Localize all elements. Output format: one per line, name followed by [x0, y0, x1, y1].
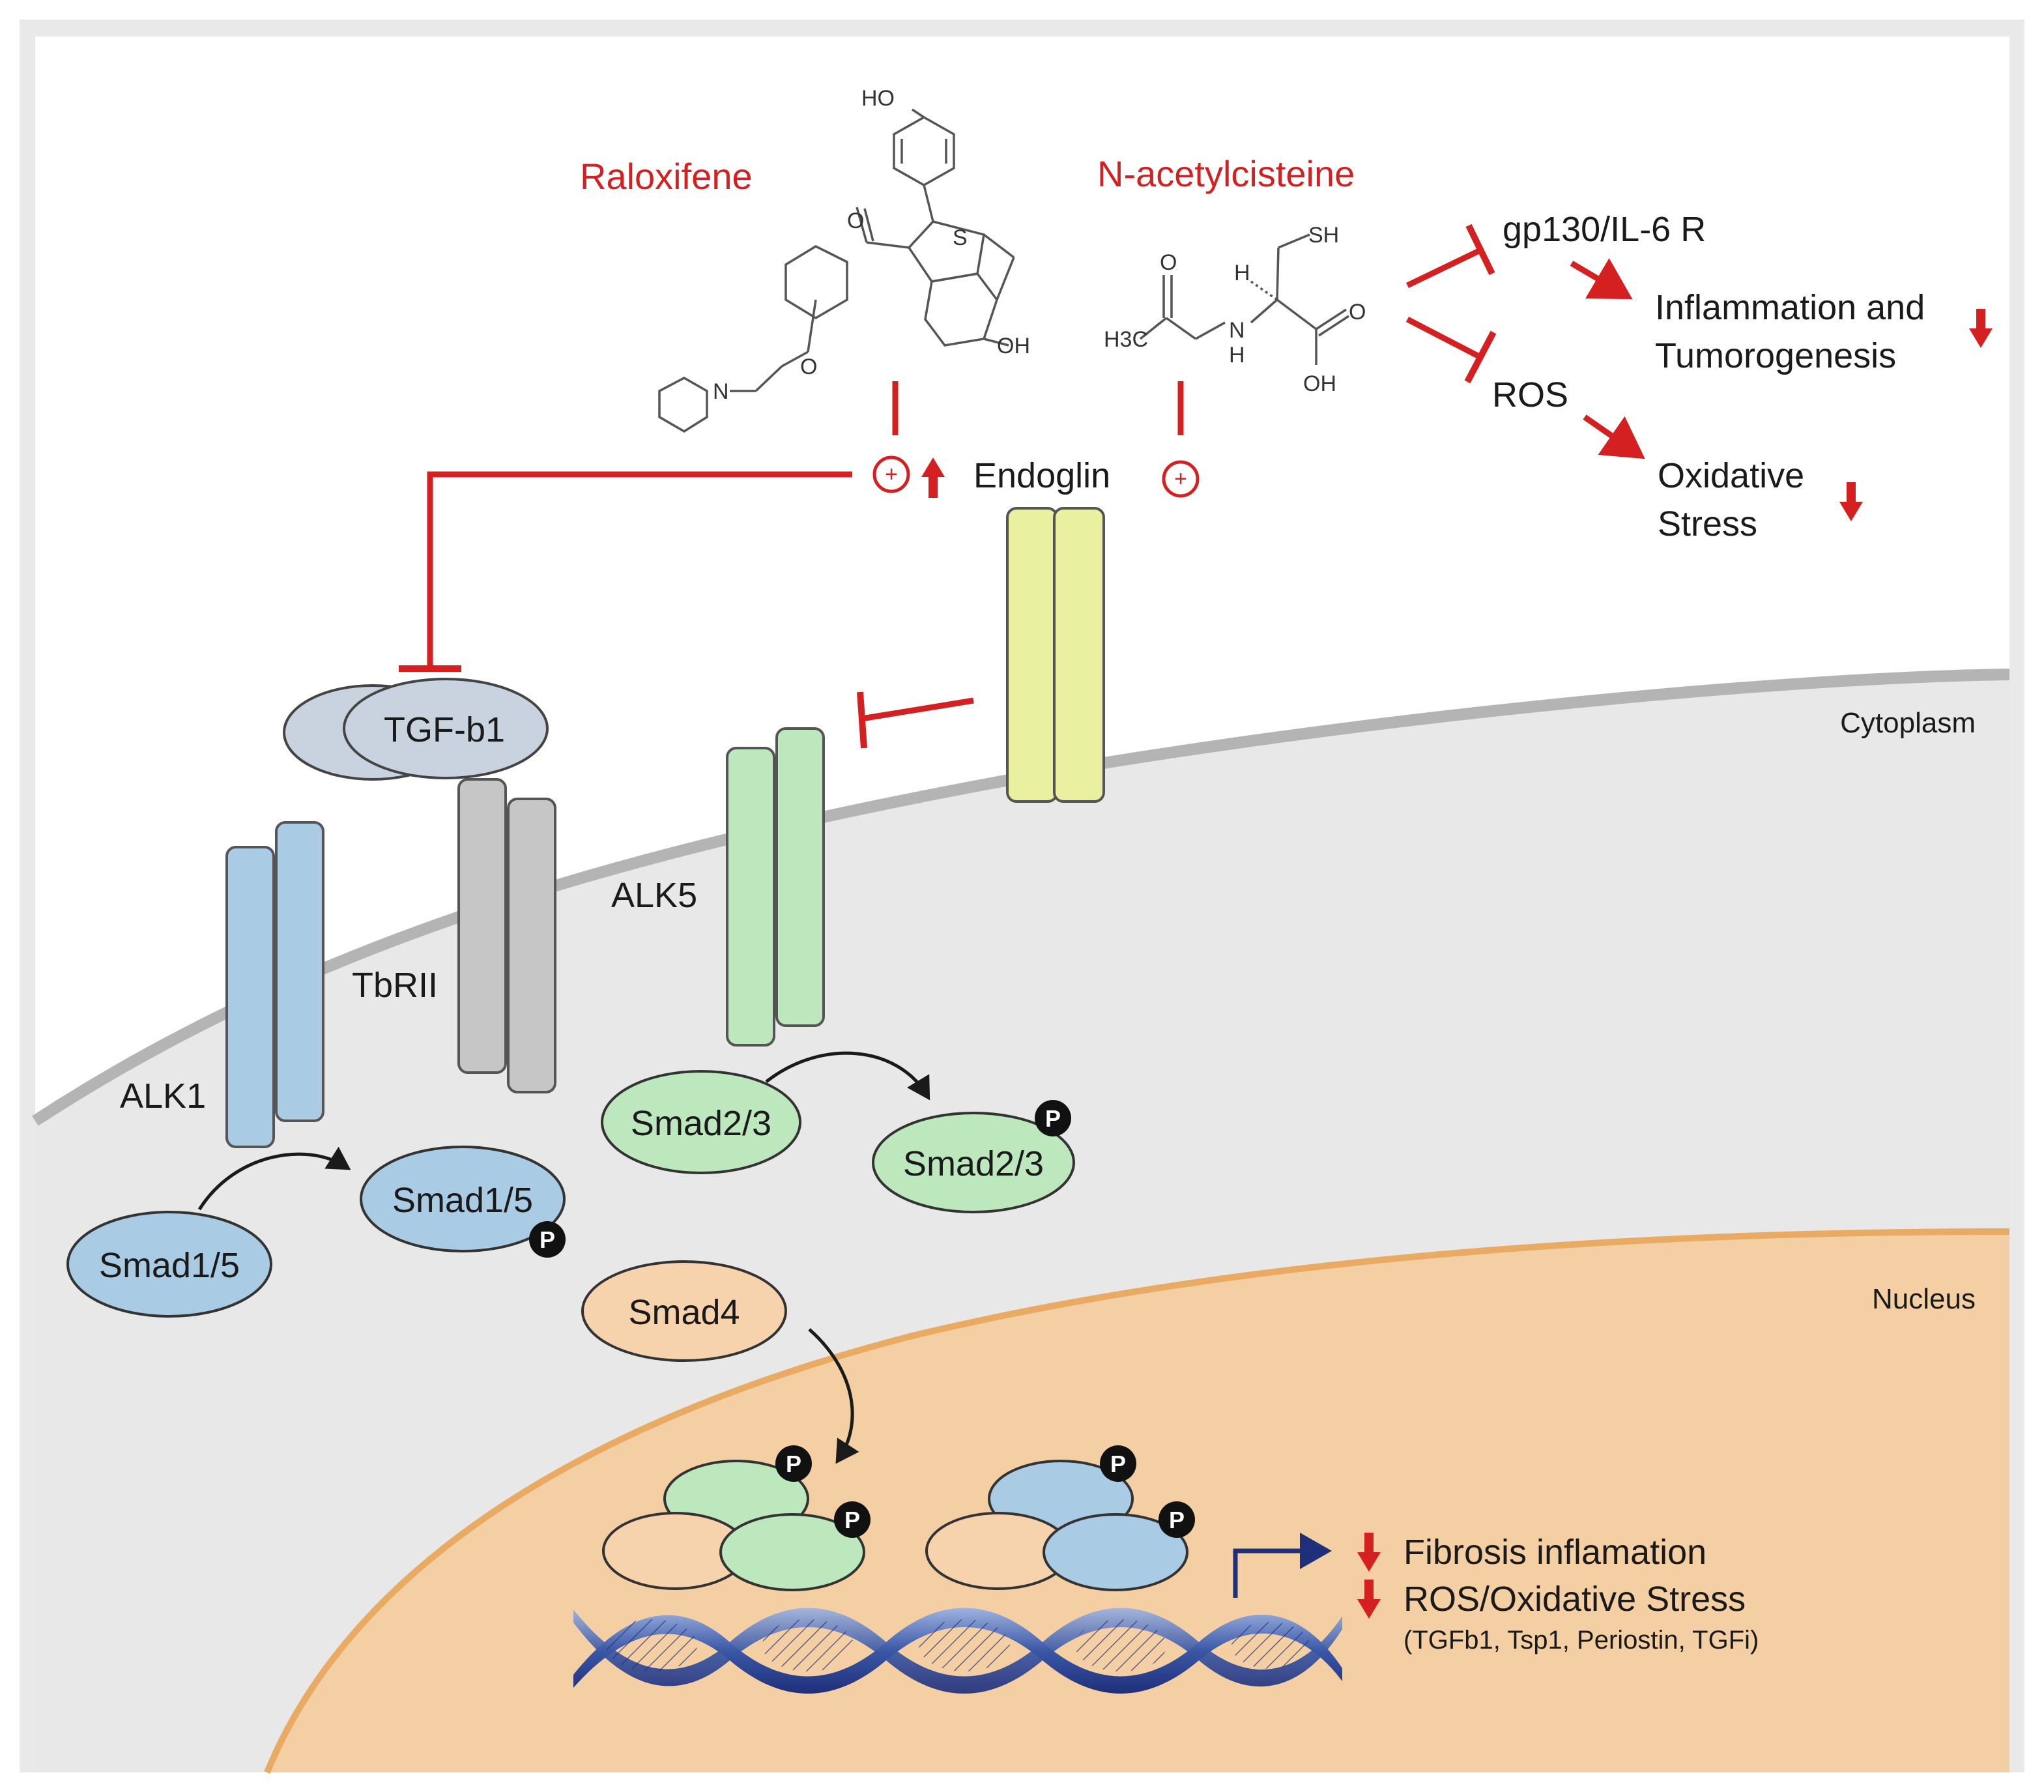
endoglin-to-tgfb1-inhibition [427, 471, 852, 666]
alk5-receptor [726, 727, 825, 1047]
cytoplasm-label: Cytoplasm [1840, 707, 1976, 739]
smad15-activation-arrow [197, 1146, 351, 1211]
nac-to-gp130-inhibition [1406, 247, 1482, 289]
inflammation-label-line2: Tumorogenesis [1655, 336, 1896, 375]
chem-s: S [953, 225, 968, 250]
ros-to-oxidative-arrow [1583, 414, 1645, 459]
phospho-label-4: P [844, 1507, 860, 1533]
tgfb1-ligand [283, 678, 549, 781]
alk1-label: ALK1 [120, 1077, 206, 1116]
raloxifene-plus-icon: + [872, 455, 910, 493]
gp130-label: gp130/IL-6 R [1503, 210, 1706, 249]
outcome-line3: (TGFb1, Tsp1, Periostin, TGFi) [1403, 1626, 1759, 1655]
chem-sh: SH [1308, 223, 1339, 248]
phospho-icon-smad15: P [529, 1221, 566, 1258]
smad15-unphosphorylated [66, 1211, 272, 1318]
tbrii-label: TbRII [352, 966, 438, 1005]
smad15-label-a: Smad1/5 [99, 1246, 240, 1285]
smad4 [581, 1260, 787, 1362]
nac-label: N-acetylcisteine [1097, 153, 1355, 194]
fibrosis-down-arrow-icon [1357, 1533, 1381, 1572]
endoglin-up-arrow-icon [921, 457, 945, 498]
plus-symbol-2: + [1174, 467, 1187, 491]
smad23-label-b: Smad2/3 [903, 1144, 1044, 1183]
gp130-inhibition-bar [1465, 224, 1495, 276]
gp130-to-inflammation-arrow [1570, 258, 1633, 300]
phospho-label-5: P [1110, 1451, 1126, 1477]
ros-label: ROS [1492, 375, 1568, 414]
chem-o-acid: O [1349, 300, 1366, 325]
chem-o-keto: O [847, 209, 864, 233]
phospho-label-1: P [1045, 1105, 1061, 1132]
smad15-phosphorylated [360, 1146, 566, 1252]
outcome-line1: Fibrosis inflamation [1403, 1533, 1706, 1572]
nuclear-envelope [264, 1228, 2010, 1774]
nac-atom-labels: SH H O H3C N H O OH [1104, 223, 1366, 396]
chem-ho-top: HO [861, 86, 895, 111]
transcription-start-arrow [1233, 1533, 1332, 1598]
plus-symbol-1: + [885, 462, 898, 487]
dna-helix-icon [573, 1608, 1342, 1694]
phospho-label-6: P [1169, 1507, 1185, 1533]
smad4-to-nucleus-arrow [808, 1328, 859, 1464]
raloxifene-structure-icon [658, 108, 1015, 433]
chem-oh-acid: OH [1303, 371, 1336, 396]
smad23-phosphorylated [872, 1112, 1075, 1213]
alk5-label: ALK5 [611, 876, 697, 915]
inflammation-label-line1: Inflammation and [1655, 288, 1925, 327]
alk5-inhibition-bar [857, 691, 867, 749]
nac-structure-icon [1139, 233, 1349, 365]
phospho-label-2: P [540, 1226, 555, 1253]
smad4-label: Smad4 [628, 1293, 740, 1332]
chem-o-ether: O [800, 354, 817, 379]
nac-to-ros-inhibition [1405, 317, 1482, 360]
phospho-icon-smad23: P [1035, 1100, 1071, 1136]
tbrii-receptor [457, 778, 556, 1093]
smad23-activation-arrow [765, 1051, 930, 1101]
endoglin-label: Endoglin [973, 456, 1110, 495]
raloxifene-label: Raloxifene [580, 156, 753, 197]
raloxifene-atom-labels: HO S O OH O N [713, 86, 1030, 404]
smad23-label-a: Smad2/3 [631, 1104, 771, 1143]
oxidative-label-line2: Stress [1658, 504, 1757, 543]
ros-inhibition-bar [1464, 330, 1497, 384]
nac-plus-icon: + [1162, 460, 1200, 498]
smad15-label-b: Smad1/5 [392, 1181, 533, 1220]
chem-h3c: H3C [1104, 327, 1148, 352]
chem-n-pip: N [713, 379, 729, 404]
chem-oh-ring: OH [997, 334, 1030, 358]
oxidative-label-line1: Oxidative [1658, 456, 1804, 495]
outcome-line2: ROS/Oxidative Stress [1403, 1580, 1746, 1619]
smad-complex-blue [925, 1445, 1195, 1591]
oxidative-down-arrow-icon [1839, 482, 1863, 521]
chem-h-amide: H [1229, 343, 1245, 368]
smad-complex-green [602, 1445, 871, 1591]
chem-n-amide: N [1229, 318, 1245, 343]
endoglin-receptor [1006, 507, 1105, 803]
tgfb1-label: TGF-b1 [384, 710, 505, 749]
nucleus-label: Nucleus [1872, 1283, 1976, 1315]
endoglin-to-alk5-inhibition [861, 697, 974, 722]
chem-o-amide: O [1160, 250, 1177, 275]
chem-h-stereo: H [1234, 261, 1250, 285]
ros-down-arrow-icon [1357, 1580, 1381, 1619]
phospho-label-3: P [786, 1451, 801, 1477]
alk1-receptor [225, 821, 324, 1148]
inflammation-down-arrow-icon [1969, 309, 1993, 348]
smad23-unphosphorylated [601, 1070, 801, 1174]
